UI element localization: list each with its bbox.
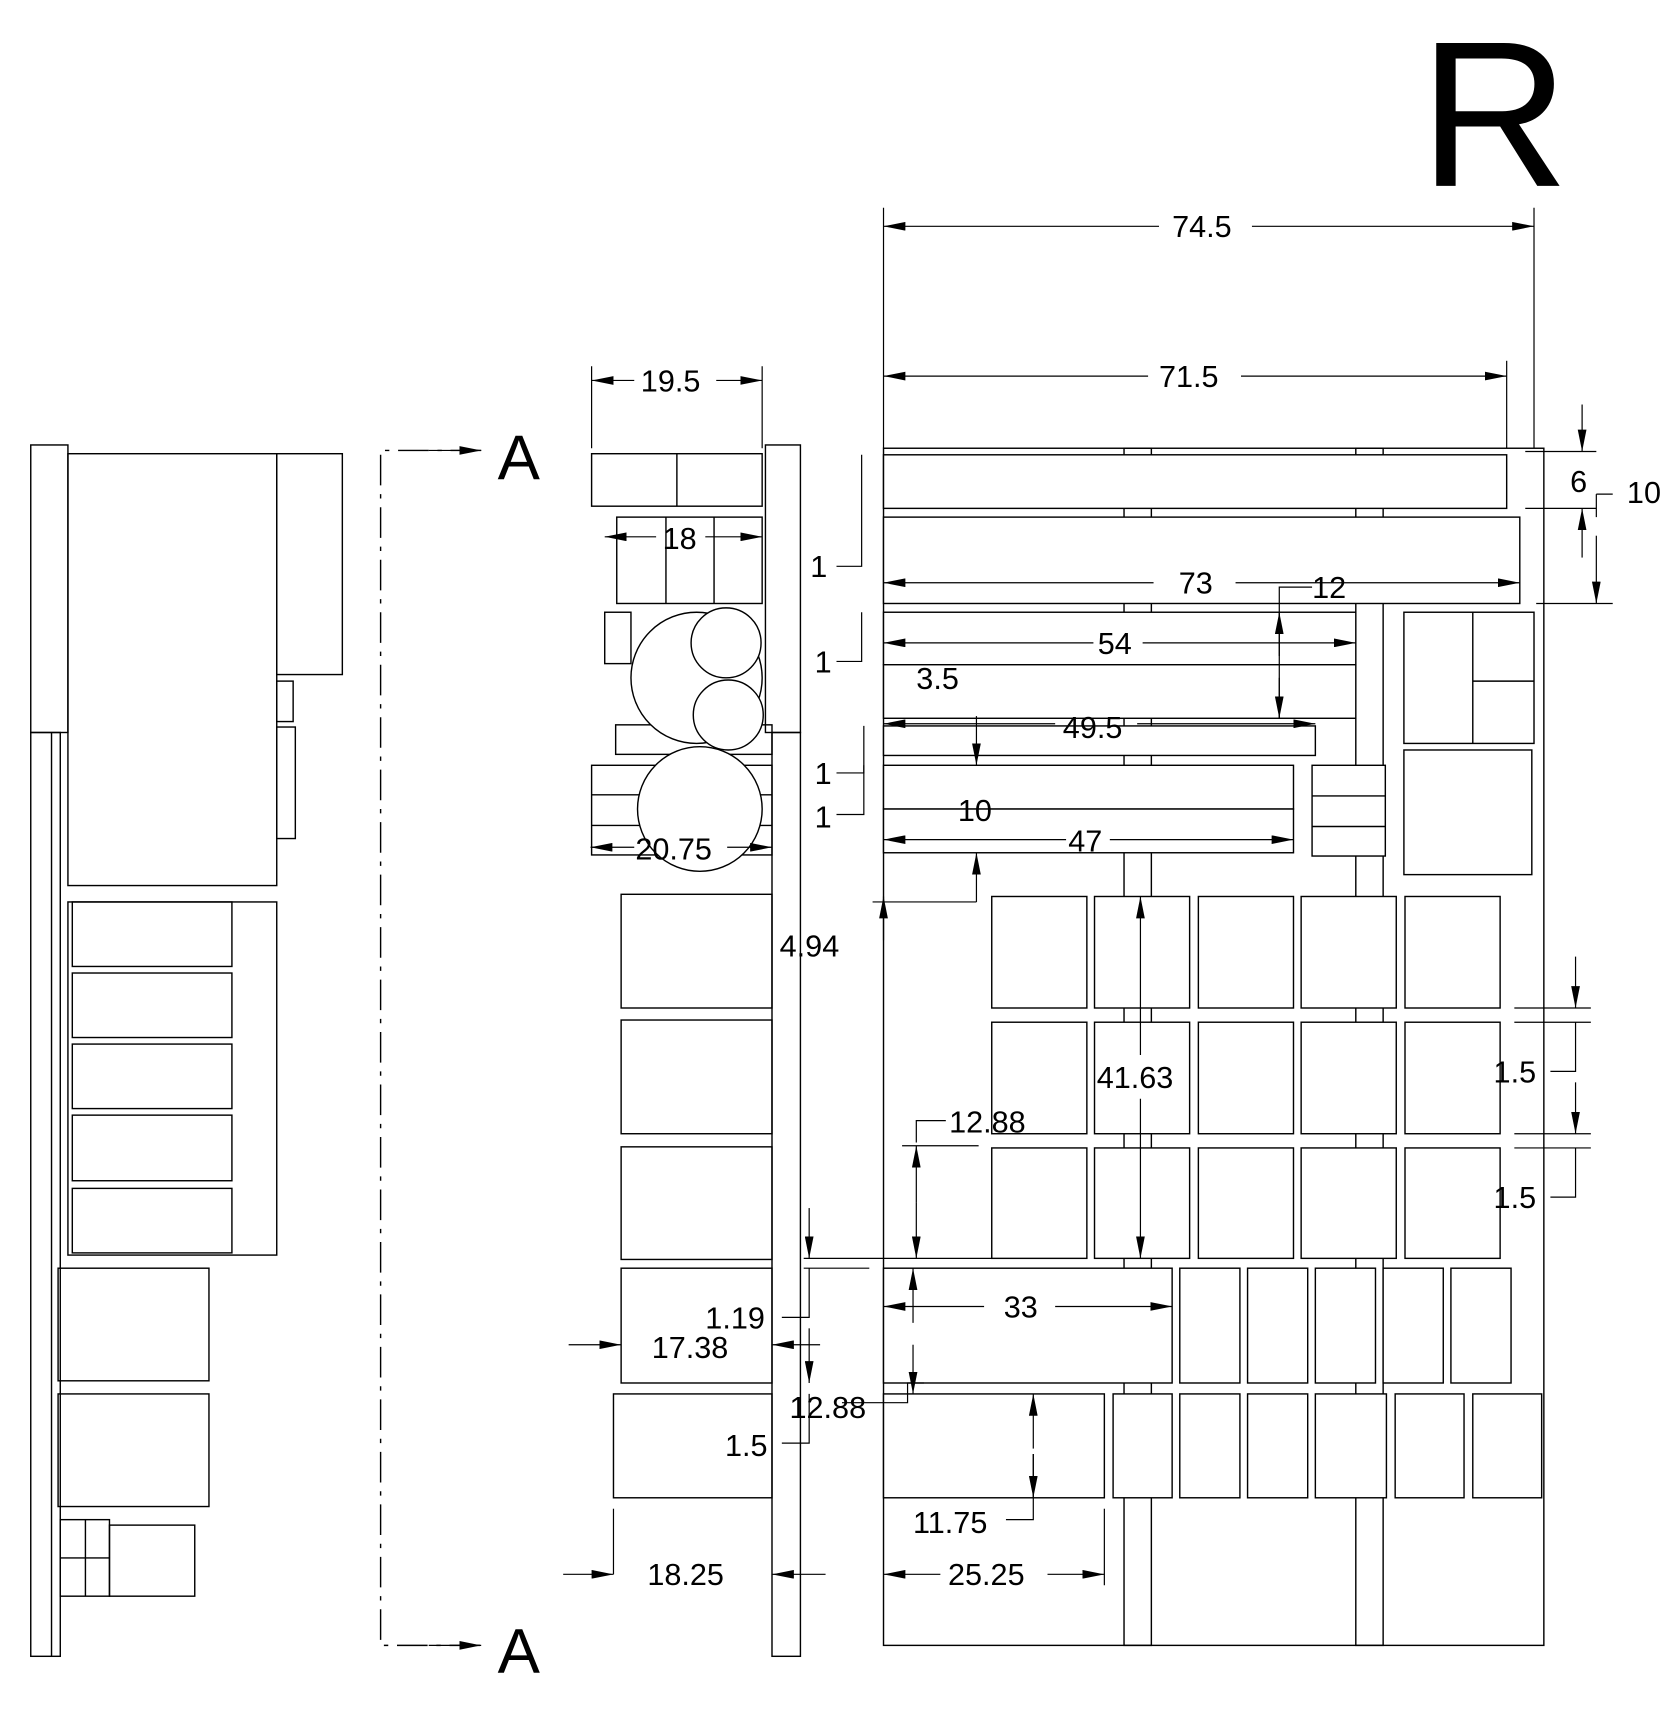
section-view-middle (590, 444, 802, 1658)
dim-3-5: 3.5 (916, 662, 959, 696)
dim-10-top: 10 (1627, 476, 1661, 510)
dim-20-75: 20.75 (635, 832, 712, 866)
front-view-right (882, 447, 1545, 1647)
dim-12: 12 (1312, 571, 1346, 605)
dim-71-5: 71.5 (1159, 360, 1219, 394)
dim-54: 54 (1098, 627, 1132, 661)
dim-17-38: 17.38 (652, 1331, 729, 1365)
title-letter: R (1419, 0, 1569, 231)
dim-1-c: 1 (815, 757, 832, 791)
dim-12-88-b: 12.88 (789, 1391, 866, 1425)
dim-49-5: 49.5 (1063, 711, 1123, 745)
dim-10: 10 (958, 794, 992, 828)
dim-25-25: 25.25 (948, 1558, 1025, 1592)
dim-1-d: 1 (815, 801, 832, 835)
dim-4-94: 4.94 (780, 930, 840, 964)
dim-47: 47 (1068, 825, 1102, 859)
dim-18: 18 (663, 522, 697, 556)
dim-6: 6 (1570, 465, 1587, 499)
section-line-a-a: A A (379, 423, 541, 1687)
dim-1-b: 1 (815, 645, 832, 679)
dimension-labels: 74.5 71.5 19.5 18 6 10 1 73 12 1 54 3.5 … (635, 210, 1661, 1592)
dim-41-63: 41.63 (1097, 1061, 1174, 1095)
section-label-top: A (498, 423, 541, 493)
dim-18-25: 18.25 (647, 1558, 724, 1592)
dimension-lines (563, 207, 1613, 1586)
dim-19-5: 19.5 (641, 364, 701, 398)
dim-1-19: 1.19 (705, 1301, 765, 1335)
side-view-left (30, 444, 344, 1658)
section-label-bottom: A (498, 1617, 541, 1687)
dim-11-75: 11.75 (913, 1506, 987, 1540)
dim-33: 33 (1004, 1290, 1038, 1324)
dim-73: 73 (1179, 567, 1213, 601)
dim-74-5: 74.5 (1172, 210, 1232, 244)
dim-1-a: 1 (810, 550, 827, 584)
dim-12-88-a: 12.88 (949, 1106, 1026, 1140)
dim-1-5-a: 1.5 (1494, 1055, 1537, 1089)
dim-1-5-c: 1.5 (725, 1429, 768, 1463)
dim-1-5-b: 1.5 (1494, 1181, 1537, 1215)
